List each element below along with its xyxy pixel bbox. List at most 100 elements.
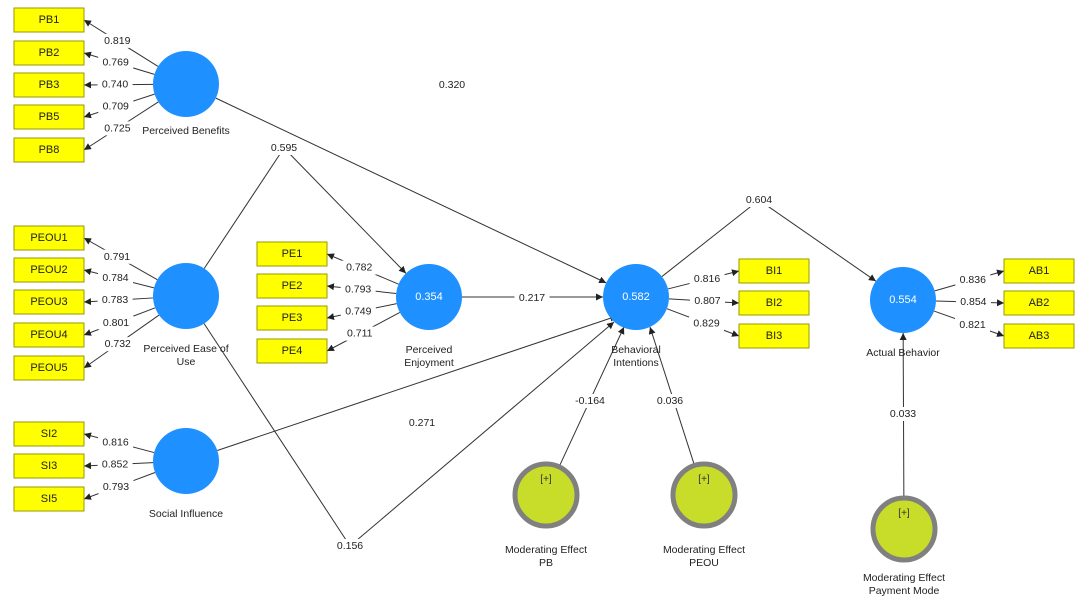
indicator-pb5[interactable]: PB5 [13, 104, 85, 130]
construct-label: Moderating Effect [505, 544, 587, 556]
path-peou-bi-seg1 [203, 323, 351, 547]
indicator-label: PE3 [282, 312, 303, 324]
loading-label-pb2: 0.769 [98, 55, 134, 70]
path-label-si-bi: 0.271 [404, 416, 440, 430]
construct-label: PEOU [689, 557, 719, 569]
indicator-peou2[interactable]: PEOU2 [13, 257, 85, 283]
svg-text:0.217: 0.217 [519, 292, 545, 304]
indicator-peou3[interactable]: PEOU3 [13, 289, 85, 315]
indicator-pb1[interactable]: PB1 [13, 7, 85, 33]
indicator-label: PEOU4 [30, 329, 67, 341]
construct-label: Moderating Effect [863, 572, 945, 584]
path-si-bi [217, 314, 618, 451]
svg-text:0.784: 0.784 [102, 272, 128, 284]
svg-text:0.769: 0.769 [103, 57, 129, 69]
construct-label: Actual Behavior [866, 347, 940, 359]
loading-label-peou5: 0.732 [100, 337, 136, 352]
indicator-peou1[interactable]: PEOU1 [13, 225, 85, 251]
indicator-label: PE4 [282, 345, 303, 357]
path-peou-pe [283, 147, 407, 274]
r-squared-value: 0.582 [622, 291, 650, 303]
svg-text:0.749: 0.749 [345, 306, 371, 318]
loading-label-peou4: 0.801 [98, 315, 134, 330]
indicator-si5[interactable]: SI5 [13, 486, 85, 512]
loading-label-si2: 0.816 [98, 435, 134, 450]
indicator-pe3[interactable]: PE3 [256, 305, 328, 331]
svg-text:0.816: 0.816 [102, 436, 128, 448]
construct-pb[interactable]: Perceived Benefits [142, 51, 230, 137]
path-peou-bi [349, 321, 615, 547]
path-label-bi-ab: 0.604 [741, 193, 777, 207]
svg-text:0.819: 0.819 [104, 35, 130, 47]
expand-marker[interactable]: [+] [698, 474, 710, 485]
loading-label-pe3: 0.749 [340, 304, 376, 319]
indicator-bi2[interactable]: BI2 [738, 290, 810, 316]
indicator-pb8[interactable]: PB8 [13, 137, 85, 163]
indicator-ab2[interactable]: AB2 [1003, 290, 1075, 316]
indicator-label: PEOU3 [30, 296, 67, 308]
loading-label-bi2: 0.807 [689, 294, 725, 309]
indicator-label: PE2 [282, 280, 303, 292]
svg-text:0.801: 0.801 [103, 317, 129, 329]
indicator-label: SI3 [41, 460, 58, 472]
construct-label: Behavioral [611, 344, 661, 356]
path-bi-ab [758, 199, 877, 282]
indicator-pe4[interactable]: PE4 [256, 338, 328, 364]
loading-label-bi1: 0.816 [689, 272, 725, 287]
svg-text:0.852: 0.852 [102, 458, 128, 470]
svg-text:0.732: 0.732 [105, 338, 131, 350]
construct-label: Enjoyment [404, 357, 454, 369]
construct-si[interactable]: Social Influence [149, 428, 223, 520]
loading-label-si5: 0.793 [98, 480, 134, 495]
indicator-si3[interactable]: SI3 [13, 453, 85, 479]
svg-text:0.740: 0.740 [102, 79, 128, 91]
svg-text:0.836: 0.836 [960, 274, 986, 286]
indicator-label: PE1 [282, 248, 303, 260]
construct-label: Perceived [406, 344, 453, 356]
construct-label: Moderating Effect [663, 544, 745, 556]
indicator-pb2[interactable]: PB2 [13, 40, 85, 66]
indicator-peou4[interactable]: PEOU4 [13, 322, 85, 348]
indicator-label: BI3 [766, 330, 783, 342]
svg-text:0.821: 0.821 [959, 319, 985, 331]
loading-label-pb5: 0.709 [98, 99, 134, 114]
indicator-bi1[interactable]: BI1 [738, 258, 810, 284]
svg-text:0.709: 0.709 [103, 101, 129, 113]
indicator-label: PB1 [39, 14, 60, 26]
indicator-pe2[interactable]: PE2 [256, 273, 328, 299]
indicator-label: BI2 [766, 297, 783, 309]
svg-text:0.829: 0.829 [693, 318, 719, 330]
indicator-ab3[interactable]: AB3 [1003, 323, 1075, 349]
indicator-ab1[interactable]: AB1 [1003, 258, 1075, 284]
indicator-label: AB1 [1029, 265, 1050, 277]
loading-label-pe1: 0.782 [341, 260, 377, 275]
construct-label: Social Influence [149, 508, 223, 520]
expand-marker[interactable]: [+] [898, 508, 910, 519]
loading-label-ab3: 0.821 [955, 317, 991, 332]
path-label-mepm-ab: 0.033 [885, 407, 921, 421]
indicator-si2[interactable]: SI2 [13, 421, 85, 447]
loading-label-bi3: 0.829 [689, 316, 725, 331]
path-label-peou-pe: 0.595 [266, 141, 302, 155]
expand-marker[interactable]: [+] [540, 474, 552, 485]
path-label-peou-bi: 0.156 [332, 539, 368, 553]
svg-text:0.725: 0.725 [104, 122, 130, 134]
svg-text:0.791: 0.791 [104, 251, 130, 263]
svg-text:0.320: 0.320 [439, 79, 465, 91]
loading-label-pb3: 0.740 [97, 77, 133, 92]
indicator-pe1[interactable]: PE1 [256, 241, 328, 267]
r-squared-value: 0.554 [889, 294, 917, 306]
construct-label: Use [177, 356, 196, 368]
indicator-peou5[interactable]: PEOU5 [13, 355, 85, 381]
indicator-bi3[interactable]: BI3 [738, 323, 810, 349]
indicator-label: AB3 [1029, 330, 1050, 342]
indicator-pb3[interactable]: PB3 [13, 72, 85, 98]
